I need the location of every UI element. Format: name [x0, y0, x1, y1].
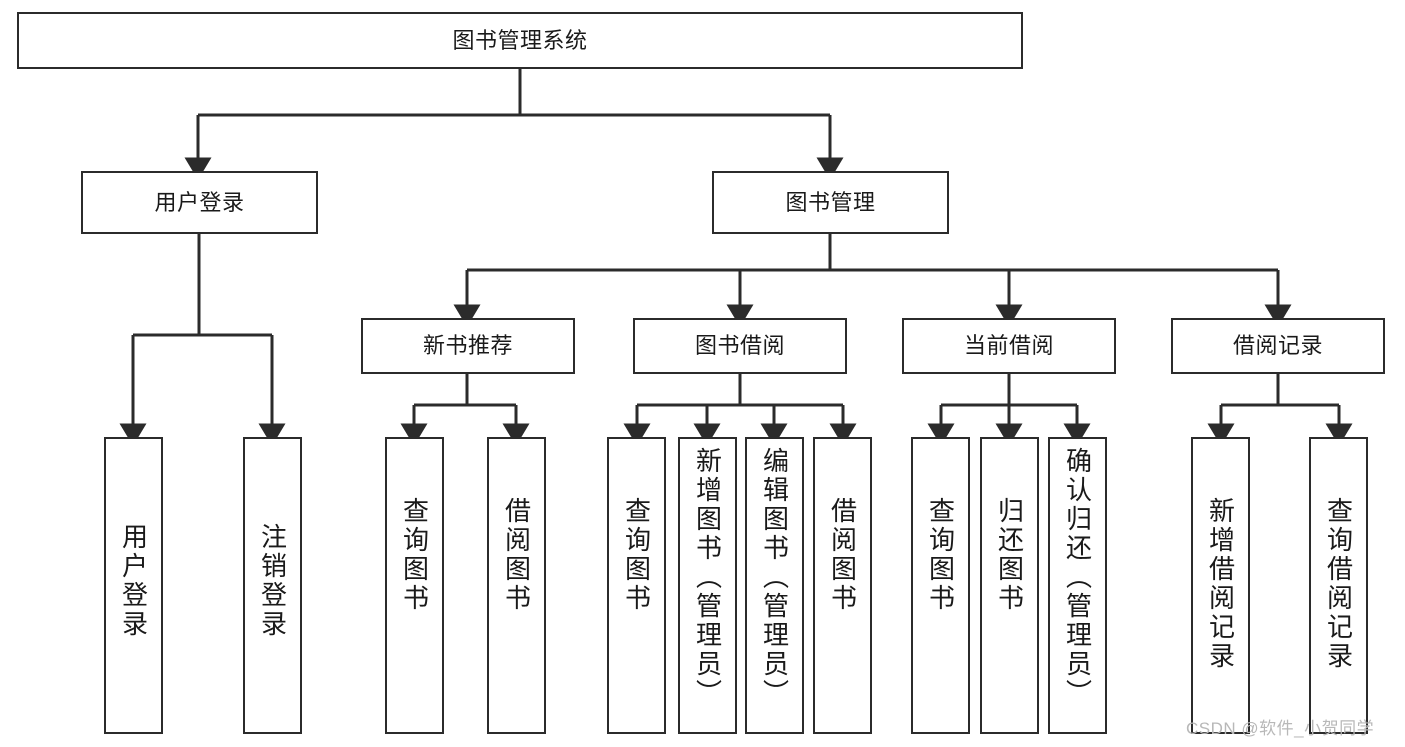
leaf-query-book-recommend[interactable]: 查询图书: [385, 437, 444, 734]
node-label: 查询借阅记录: [1323, 497, 1354, 671]
node-label: 新增借阅记录: [1205, 497, 1236, 671]
node-label: 查询图书: [621, 497, 652, 613]
node-book-borrow[interactable]: 图书借阅: [633, 318, 847, 374]
node-label: 查询图书: [399, 497, 430, 613]
leaf-borrow-book[interactable]: 借阅图书: [813, 437, 872, 734]
node-label: 借阅图书: [501, 497, 532, 613]
node-label: 借阅图书: [827, 497, 858, 613]
node-book-management[interactable]: 图书管理: [712, 171, 949, 234]
node-label: 图书借阅: [694, 333, 785, 359]
node-label: 编辑图书（管理员）: [759, 447, 790, 708]
leaf-return-book[interactable]: 归还图书: [980, 437, 1039, 734]
leaf-confirm-return-admin[interactable]: 确认归还（管理员）: [1048, 437, 1107, 734]
node-user-login[interactable]: 用户登录: [81, 171, 318, 234]
leaf-logout[interactable]: 注销登录: [243, 437, 302, 734]
node-label: 图书管理: [785, 189, 876, 215]
leaf-add-borrow-record[interactable]: 新增借阅记录: [1191, 437, 1250, 734]
node-current-borrow[interactable]: 当前借阅: [902, 318, 1116, 374]
node-root-system[interactable]: 图书管理系统: [17, 12, 1023, 69]
leaf-edit-book-admin[interactable]: 编辑图书（管理员）: [745, 437, 804, 734]
node-label: 归还图书: [994, 497, 1025, 613]
leaf-borrow-book-recommend[interactable]: 借阅图书: [487, 437, 546, 734]
leaf-query-borrow-record[interactable]: 查询借阅记录: [1309, 437, 1368, 734]
node-label: 图书管理系统: [452, 27, 588, 53]
node-label: 查询图书: [925, 497, 956, 613]
node-label: 注销登录: [257, 523, 288, 639]
watermark: CSDN @软件_小贺同学: [1186, 719, 1375, 738]
leaf-add-book-admin[interactable]: 新增图书（管理员）: [678, 437, 737, 734]
node-label: 借阅记录: [1232, 333, 1323, 359]
node-label: 当前借阅: [963, 333, 1054, 359]
node-borrow-record[interactable]: 借阅记录: [1171, 318, 1385, 374]
node-label: 用户登录: [154, 189, 245, 215]
node-label: 新增图书（管理员）: [692, 447, 723, 708]
leaf-user-login[interactable]: 用户登录: [104, 437, 163, 734]
node-new-book-recommend[interactable]: 新书推荐: [361, 318, 575, 374]
node-label: 新书推荐: [422, 333, 513, 359]
node-label: 确认归还（管理员）: [1062, 447, 1093, 708]
leaf-query-book-borrow[interactable]: 查询图书: [607, 437, 666, 734]
leaf-query-book-current[interactable]: 查询图书: [911, 437, 970, 734]
node-label: 用户登录: [118, 523, 149, 639]
